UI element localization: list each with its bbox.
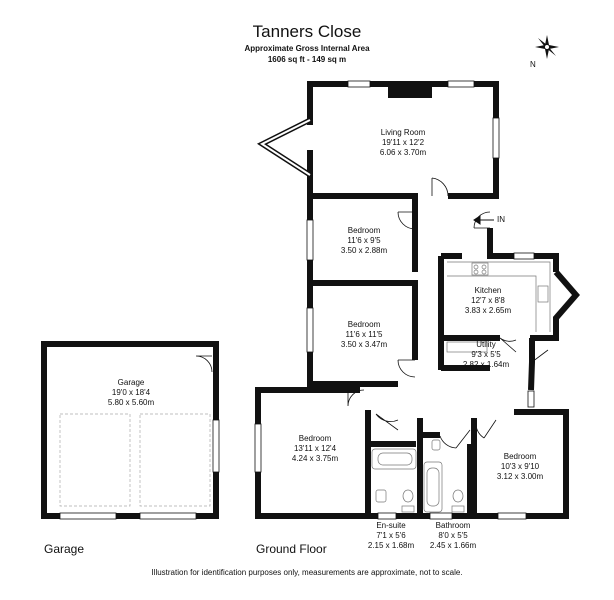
room-name: Bedroom bbox=[347, 320, 381, 329]
plan-title: Tanners Close bbox=[252, 22, 362, 41]
room-metric: 3.83 x 2.65m bbox=[464, 306, 512, 315]
room-label-bedroom-4: Bedroom 10'3 x 9'10 3.12 x 3.00m bbox=[480, 452, 560, 482]
kitchen-bay-wall bbox=[530, 270, 580, 341]
window bbox=[429, 512, 453, 520]
entrance-label: IN bbox=[497, 215, 505, 224]
room-metric: 2.15 x 1.68m bbox=[367, 541, 415, 550]
floor-label-ground: Ground Floor bbox=[256, 542, 327, 556]
room-metric: 3.12 x 3.00m bbox=[496, 472, 544, 481]
room-imperial: 19'0 x 18'4 bbox=[111, 388, 151, 397]
entrance-arrow-icon bbox=[473, 215, 494, 225]
room-imperial: 13'11 x 12'4 bbox=[293, 444, 337, 453]
room-metric: 3.50 x 3.47m bbox=[340, 340, 388, 349]
bathroom-south-wall bbox=[368, 444, 473, 519]
window bbox=[59, 512, 117, 520]
room-imperial: 11'6 x 11'5 bbox=[345, 330, 383, 339]
room-name: Living Room bbox=[380, 128, 426, 137]
room-name: Bedroom bbox=[503, 452, 537, 461]
windows bbox=[59, 80, 535, 520]
garage-doors bbox=[59, 413, 211, 507]
room-name: Bathroom bbox=[435, 521, 471, 530]
room-label-utility: Utility 9'3 x 5'5 2.82 x 1.64m bbox=[448, 340, 524, 370]
room-label-bathroom: Bathroom 8'0 x 5'5 2.45 x 1.66m bbox=[420, 521, 486, 551]
window bbox=[347, 80, 371, 88]
living-room-door bbox=[431, 177, 449, 197]
compass-rose-icon bbox=[535, 35, 559, 59]
bedroom4-door bbox=[475, 419, 497, 439]
room-imperial: 19'11 x 12'2 bbox=[381, 138, 425, 147]
bedroom2-door bbox=[397, 359, 416, 378]
window bbox=[377, 512, 397, 520]
window bbox=[492, 117, 500, 159]
bedroom4-walls bbox=[471, 409, 569, 519]
utility-door bbox=[529, 345, 549, 363]
room-label-bedroom-2: Bedroom 11'6 x 11'5 3.50 x 3.47m bbox=[316, 320, 412, 350]
room-label-kitchen: Kitchen 12'7 x 8'8 3.83 x 2.65m bbox=[446, 286, 530, 316]
floor-label-garage: Garage bbox=[44, 542, 85, 556]
window bbox=[139, 512, 197, 520]
room-label-bedroom-3: Bedroom 13'11 x 12'4 4.24 x 3.75m bbox=[270, 434, 360, 464]
room-name: Kitchen bbox=[474, 286, 502, 295]
room-name: Garage bbox=[117, 378, 145, 387]
plan-subtitle: Approximate Gross Internal Area bbox=[244, 44, 370, 53]
living-room-walls bbox=[307, 81, 499, 199]
room-metric: 6.06 x 3.70m bbox=[379, 148, 427, 157]
room-metric: 5.80 x 5.60m bbox=[107, 398, 155, 407]
room-imperial: 9'3 x 5'5 bbox=[471, 350, 501, 359]
window bbox=[212, 419, 220, 473]
room-name: Bedroom bbox=[298, 434, 332, 443]
window bbox=[513, 252, 535, 260]
bedroom1-door bbox=[397, 211, 416, 230]
window bbox=[306, 219, 314, 261]
room-imperial: 7'1 x 5'6 bbox=[376, 531, 406, 540]
fireplace bbox=[388, 81, 432, 98]
window bbox=[254, 423, 262, 473]
kitchen-door bbox=[499, 337, 517, 353]
utility-east-wall bbox=[528, 338, 535, 391]
window bbox=[497, 512, 527, 520]
north-label: N bbox=[530, 60, 536, 69]
room-label-ensuite: En-suite 7'1 x 5'6 2.15 x 1.68m bbox=[356, 521, 426, 551]
disclaimer: Illustration for identification purposes… bbox=[151, 568, 463, 577]
bathroom-fittings bbox=[371, 439, 465, 513]
room-imperial: 10'3 x 9'10 bbox=[500, 462, 540, 471]
room-name: Utility bbox=[476, 340, 496, 349]
bedroom3-door bbox=[347, 389, 365, 407]
room-name: En-suite bbox=[376, 521, 406, 530]
room-name: Bedroom bbox=[347, 226, 381, 235]
room-metric: 4.24 x 3.75m bbox=[291, 454, 339, 463]
room-label-living-room: Living Room 19'11 x 12'2 6.06 x 3.70m bbox=[350, 128, 456, 158]
room-imperial: 11'6 x 9'5 bbox=[347, 236, 381, 245]
plan-area: 1606 sq ft - 149 sq m bbox=[267, 55, 347, 64]
kitchen-fittings bbox=[446, 261, 551, 353]
walls bbox=[41, 81, 580, 519]
window bbox=[447, 80, 475, 88]
room-label-bedroom-1: Bedroom 11'6 x 9'5 3.50 x 2.88m bbox=[316, 226, 412, 256]
room-imperial: 12'7 x 8'8 bbox=[471, 296, 505, 305]
garage-door bbox=[195, 355, 213, 373]
window bbox=[306, 307, 314, 353]
room-metric: 2.45 x 1.66m bbox=[429, 541, 477, 550]
room-metric: 2.82 x 1.64m bbox=[462, 360, 510, 369]
ensuite-door bbox=[375, 413, 399, 431]
room-imperial: 8'0 x 5'5 bbox=[438, 531, 468, 540]
bathroom-door bbox=[439, 429, 471, 449]
room-label-garage: Garage 19'0 x 18'4 5.80 x 5.60m bbox=[76, 378, 186, 408]
doors bbox=[195, 177, 549, 449]
window bbox=[527, 390, 535, 408]
kitchen-north-wall bbox=[487, 228, 559, 272]
room-metric: 3.50 x 2.88m bbox=[340, 246, 388, 255]
